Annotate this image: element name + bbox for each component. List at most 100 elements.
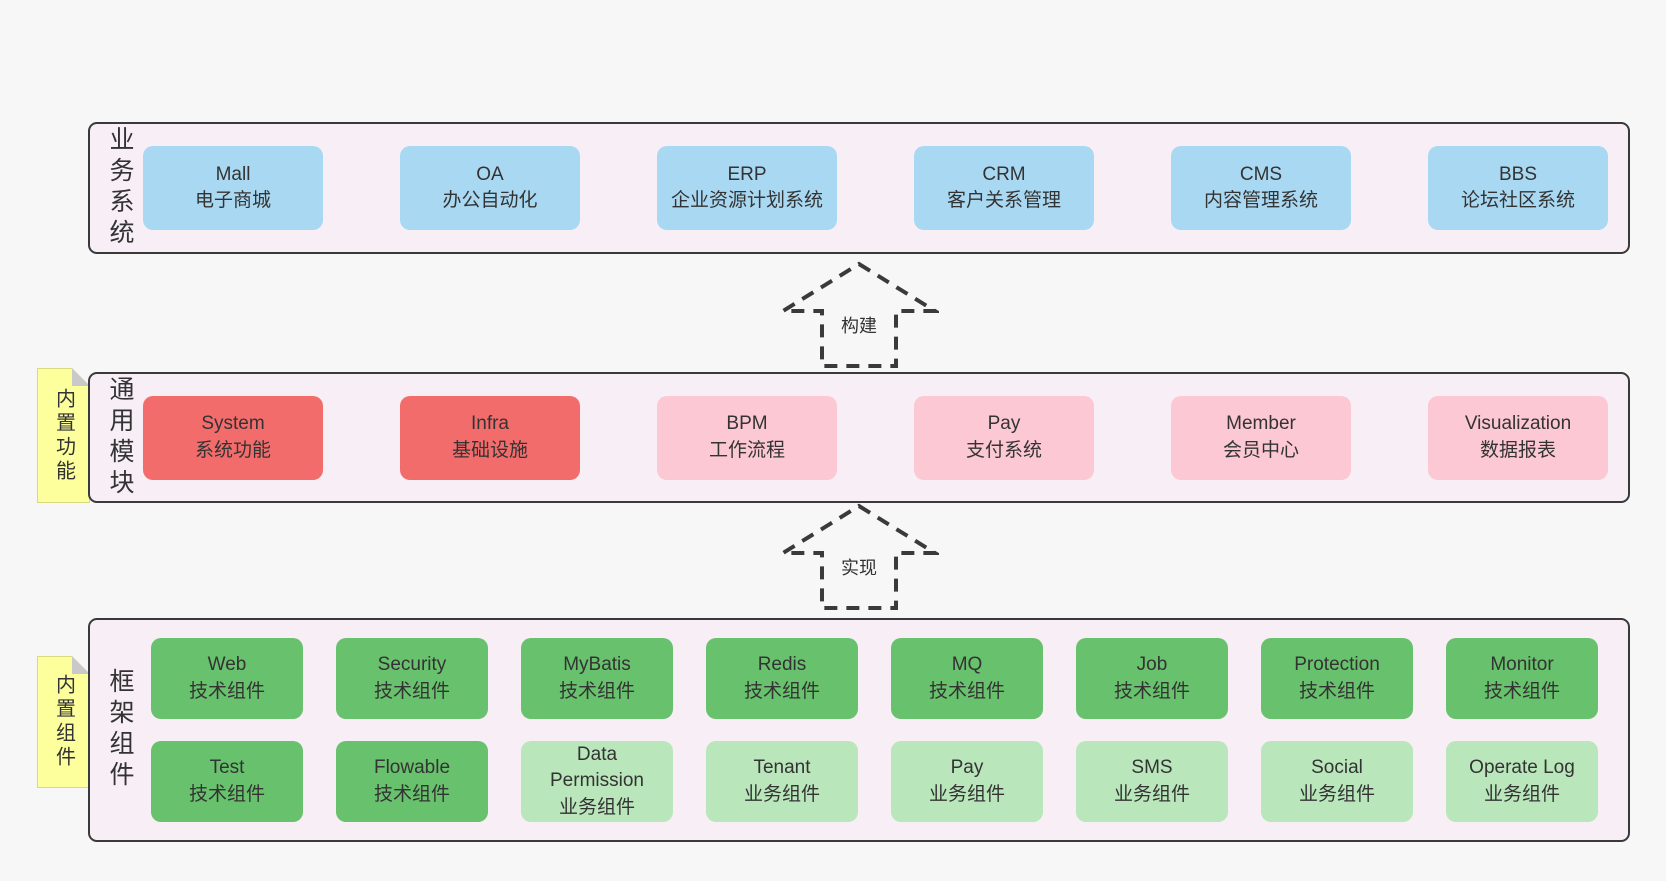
box-subtitle: 基础设施 xyxy=(451,439,528,461)
box-web: Web 技术组件 xyxy=(151,638,303,719)
box-title: Pay xyxy=(987,413,1021,435)
box-operate-log: Operate Log 业务组件 xyxy=(1446,741,1598,822)
sticky-built-in-components-label: 内置组件 xyxy=(52,674,75,770)
box-title: MQ xyxy=(951,654,983,676)
box-subtitle: 业务组件 xyxy=(1483,783,1560,805)
box-data-permission: Data Permission 业务组件 xyxy=(521,741,673,822)
box-subtitle: 业务组件 xyxy=(1113,783,1190,805)
box-title: Visualization xyxy=(1464,413,1572,435)
box-subtitle: 技术组件 xyxy=(928,680,1005,702)
box-pay-biz: Pay 业务组件 xyxy=(891,741,1043,822)
box-job: Job 技术组件 xyxy=(1076,638,1228,719)
box-cms: CMS 内容管理系统 xyxy=(1171,146,1351,230)
box-subtitle: 技术组件 xyxy=(1483,680,1560,702)
folded-corner-icon xyxy=(72,368,90,386)
business-systems-label: 业务系统 xyxy=(106,126,134,250)
box-title: Monitor xyxy=(1490,654,1554,676)
box-subtitle: 技术组件 xyxy=(188,680,265,702)
box-subtitle: 业务组件 xyxy=(558,796,635,818)
box-title: Pay xyxy=(950,757,984,779)
box-redis: Redis 技术组件 xyxy=(706,638,858,719)
box-title: Redis xyxy=(757,654,807,676)
box-subtitle: 技术组件 xyxy=(373,680,450,702)
box-mq: MQ 技术组件 xyxy=(891,638,1043,719)
box-title: Job xyxy=(1136,654,1168,676)
box-subtitle: 业务组件 xyxy=(1298,783,1375,805)
common-modules-panel: 通用模块 System 系统功能 Infra 基础设施 BPM 工作流程 Pay… xyxy=(88,372,1630,503)
folded-corner-icon xyxy=(72,656,90,674)
box-subtitle: 业务组件 xyxy=(928,783,1005,805)
box-subtitle: 工作流程 xyxy=(708,439,785,461)
box-title: ERP xyxy=(727,163,767,185)
framework-components-row2: Test 技术组件 Flowable 技术组件 Data Permission … xyxy=(151,741,1598,822)
box-title: System xyxy=(201,413,265,435)
build-arrow: 构建 xyxy=(779,260,939,370)
box-mall: Mall 电子商城 xyxy=(143,146,323,230)
box-bpm: BPM 工作流程 xyxy=(657,395,837,480)
implement-arrow-label: 实现 xyxy=(839,554,879,580)
box-subtitle: 企业资源计划系统 xyxy=(670,190,823,211)
box-title: BPM xyxy=(726,413,768,435)
box-subtitle: 技术组件 xyxy=(558,680,635,702)
box-test: Test 技术组件 xyxy=(151,741,303,822)
box-bbs: BBS 论坛社区系统 xyxy=(1428,146,1608,230)
box-member: Member 会员中心 xyxy=(1171,395,1351,480)
box-title: Mall xyxy=(215,163,251,185)
box-mybatis: MyBatis 技术组件 xyxy=(521,638,673,719)
box-subtitle: 会员中心 xyxy=(1222,439,1299,461)
box-infra: Infra 基础设施 xyxy=(400,395,580,480)
box-tenant: Tenant 业务组件 xyxy=(706,741,858,822)
sticky-built-in-features-label: 内置功能 xyxy=(52,387,75,484)
box-subtitle: 业务组件 xyxy=(743,783,820,805)
box-subtitle: 技术组件 xyxy=(1298,680,1375,702)
box-visualization: Visualization 数据报表 xyxy=(1428,395,1608,480)
box-title: BBS xyxy=(1498,163,1538,185)
box-subtitle: 技术组件 xyxy=(743,680,820,702)
box-title: Member xyxy=(1226,413,1296,435)
box-title: Tenant xyxy=(753,757,811,779)
box-security: Security 技术组件 xyxy=(336,638,488,719)
box-flowable: Flowable 技术组件 xyxy=(336,741,488,822)
up-arrow-icon xyxy=(779,261,939,368)
framework-components-row1: Web 技术组件 Security 技术组件 MyBatis 技术组件 Redi… xyxy=(151,638,1598,719)
up-arrow-icon xyxy=(779,503,939,610)
box-subtitle: 系统功能 xyxy=(194,439,271,461)
sticky-built-in-components: 内置组件 xyxy=(37,656,90,788)
framework-components-grid: Web 技术组件 Security 技术组件 MyBatis 技术组件 Redi… xyxy=(151,638,1598,822)
box-sms: SMS 业务组件 xyxy=(1076,741,1228,822)
business-systems-row: Mall 电子商城 OA 办公自动化 ERP 企业资源计划系统 CRM 客户关系… xyxy=(143,146,1608,230)
box-subtitle: 办公自动化 xyxy=(442,190,538,211)
common-modules-label: 通用模块 xyxy=(106,375,134,500)
business-systems-panel: 业务系统 Mall 电子商城 OA 办公自动化 ERP 企业资源计划系统 CRM… xyxy=(88,122,1630,254)
box-title: Protection xyxy=(1294,654,1380,676)
box-subtitle: 客户关系管理 xyxy=(946,190,1061,211)
box-title: Data Permission xyxy=(550,744,644,792)
sticky-built-in-features: 内置功能 xyxy=(37,368,90,503)
box-title: CRM xyxy=(982,163,1026,185)
box-title: SMS xyxy=(1131,757,1173,779)
box-subtitle: 数据报表 xyxy=(1479,439,1556,461)
box-subtitle: 技术组件 xyxy=(188,783,265,805)
build-arrow-label: 构建 xyxy=(839,312,879,338)
box-erp: ERP 企业资源计划系统 xyxy=(657,146,837,230)
box-subtitle: 论坛社区系统 xyxy=(1460,190,1575,211)
box-title: Flowable xyxy=(373,757,451,779)
box-subtitle: 内容管理系统 xyxy=(1203,190,1318,211)
implement-arrow: 实现 xyxy=(779,502,939,612)
box-title: Infra xyxy=(470,413,510,435)
box-subtitle: 技术组件 xyxy=(1113,680,1190,702)
box-subtitle: 电子商城 xyxy=(194,190,271,211)
box-title: Web xyxy=(207,654,247,676)
framework-components-label: 框架组件 xyxy=(106,668,134,792)
box-title: Operate Log xyxy=(1469,757,1575,779)
box-title: OA xyxy=(476,163,504,185)
box-title: Security xyxy=(377,654,447,676)
box-pay: Pay 支付系统 xyxy=(914,395,1094,480)
box-system: System 系统功能 xyxy=(143,395,323,480)
box-subtitle: 支付系统 xyxy=(965,439,1042,461)
box-protection: Protection 技术组件 xyxy=(1261,638,1413,719)
box-crm: CRM 客户关系管理 xyxy=(914,146,1094,230)
box-title: Social xyxy=(1311,757,1363,779)
box-social: Social 业务组件 xyxy=(1261,741,1413,822)
box-title: Test xyxy=(209,757,245,779)
